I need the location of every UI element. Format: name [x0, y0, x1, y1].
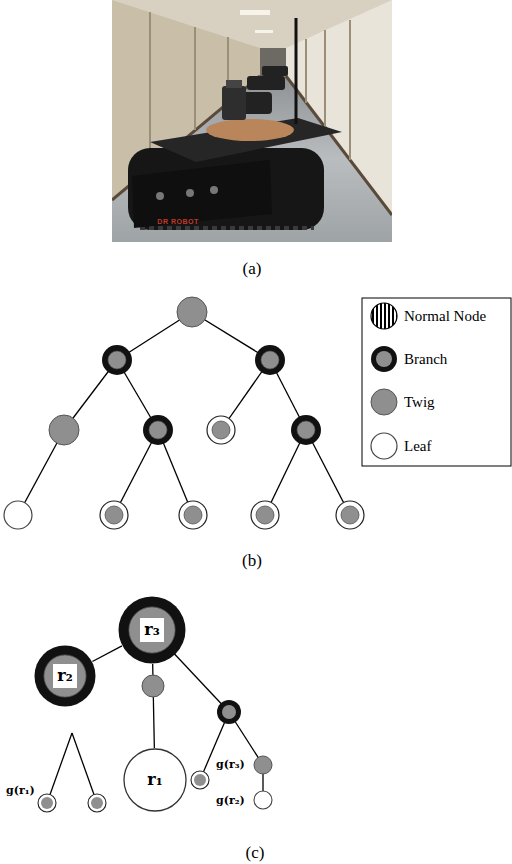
ceiling-light — [240, 10, 273, 33]
twig-node — [142, 675, 164, 697]
floor — [112, 76, 392, 242]
ringed-twig-node — [179, 501, 207, 529]
ceiling — [112, 0, 392, 242]
hall-end — [260, 48, 286, 76]
twig-node — [177, 297, 207, 327]
branch-core — [129, 607, 175, 653]
leaf-node: r₁ — [123, 748, 187, 812]
branch-node — [102, 345, 132, 375]
node-text-holder: r₁ — [123, 748, 187, 812]
legend-text: Leaf — [404, 439, 431, 454]
legend-text: Twig — [404, 395, 435, 410]
baseboard — [286, 76, 392, 215]
right-wall — [286, 0, 392, 215]
track-tread — [140, 226, 314, 230]
branch-ring — [35, 646, 96, 707]
branch-ring — [119, 597, 186, 664]
laser-scanner — [222, 86, 246, 120]
robot-light — [156, 192, 164, 200]
twig-node — [49, 415, 79, 445]
ringed-twig-node — [100, 501, 128, 529]
node-label: r₂ — [53, 664, 76, 688]
tree-connector — [153, 664, 155, 748]
branch-core — [44, 655, 86, 697]
robot-light — [210, 186, 218, 194]
antenna-pole — [295, 18, 298, 124]
legend-sample — [371, 346, 397, 372]
robot-track — [128, 148, 324, 230]
twig-node — [254, 756, 272, 774]
legend-sample — [371, 303, 397, 329]
robot — [128, 18, 342, 230]
laser-scanner — [226, 80, 242, 88]
panel-label: (a) — [243, 260, 262, 277]
brand-text: DR ROBOT — [157, 218, 198, 225]
door-frame — [150, 12, 350, 168]
ringed-twig-node — [88, 794, 106, 812]
ringed-twig-node — [207, 416, 235, 444]
node-text-holder: r₂ — [34, 645, 96, 707]
branch-node — [291, 415, 321, 445]
robot-plate — [206, 119, 294, 141]
node-label: r₁ — [147, 772, 162, 788]
branch-node — [255, 345, 285, 375]
branch-node: r₂ — [34, 645, 96, 707]
branch-node: r₃ — [118, 596, 186, 664]
front-panel — [132, 160, 272, 228]
node-text-holder: r₃ — [118, 596, 186, 664]
robot-top — [150, 118, 342, 162]
ringed-twig-node — [336, 501, 364, 529]
leaf-node — [4, 501, 32, 529]
tree-edge — [18, 312, 350, 515]
node-label: r₃ — [140, 618, 163, 642]
mapping-label: g(r₃) — [216, 759, 245, 770]
leaf-node — [254, 791, 272, 809]
ringed-twig-node — [251, 501, 279, 529]
left-wall — [112, 0, 260, 200]
mapping-label: g(r₂) — [216, 795, 245, 806]
robot-photo — [112, 0, 392, 242]
legend-text: Normal Node — [404, 309, 486, 324]
ringed-twig-node — [38, 794, 56, 812]
branch-node — [143, 415, 173, 445]
baseboard — [112, 76, 260, 200]
tree-connector — [92, 646, 122, 662]
far-robot — [222, 66, 288, 114]
ringed-twig-node — [191, 771, 209, 789]
mapping-label: g(r₁) — [6, 785, 35, 796]
legend-sample — [371, 433, 397, 459]
panel-label: (b) — [242, 552, 262, 569]
robot-light — [186, 189, 194, 197]
legend-sample — [371, 389, 397, 415]
panel-label: (c) — [246, 844, 265, 861]
legend-frame — [362, 298, 511, 466]
legend-text: Branch — [404, 352, 447, 367]
leaf-circle — [124, 749, 186, 811]
branch-node — [217, 700, 241, 724]
